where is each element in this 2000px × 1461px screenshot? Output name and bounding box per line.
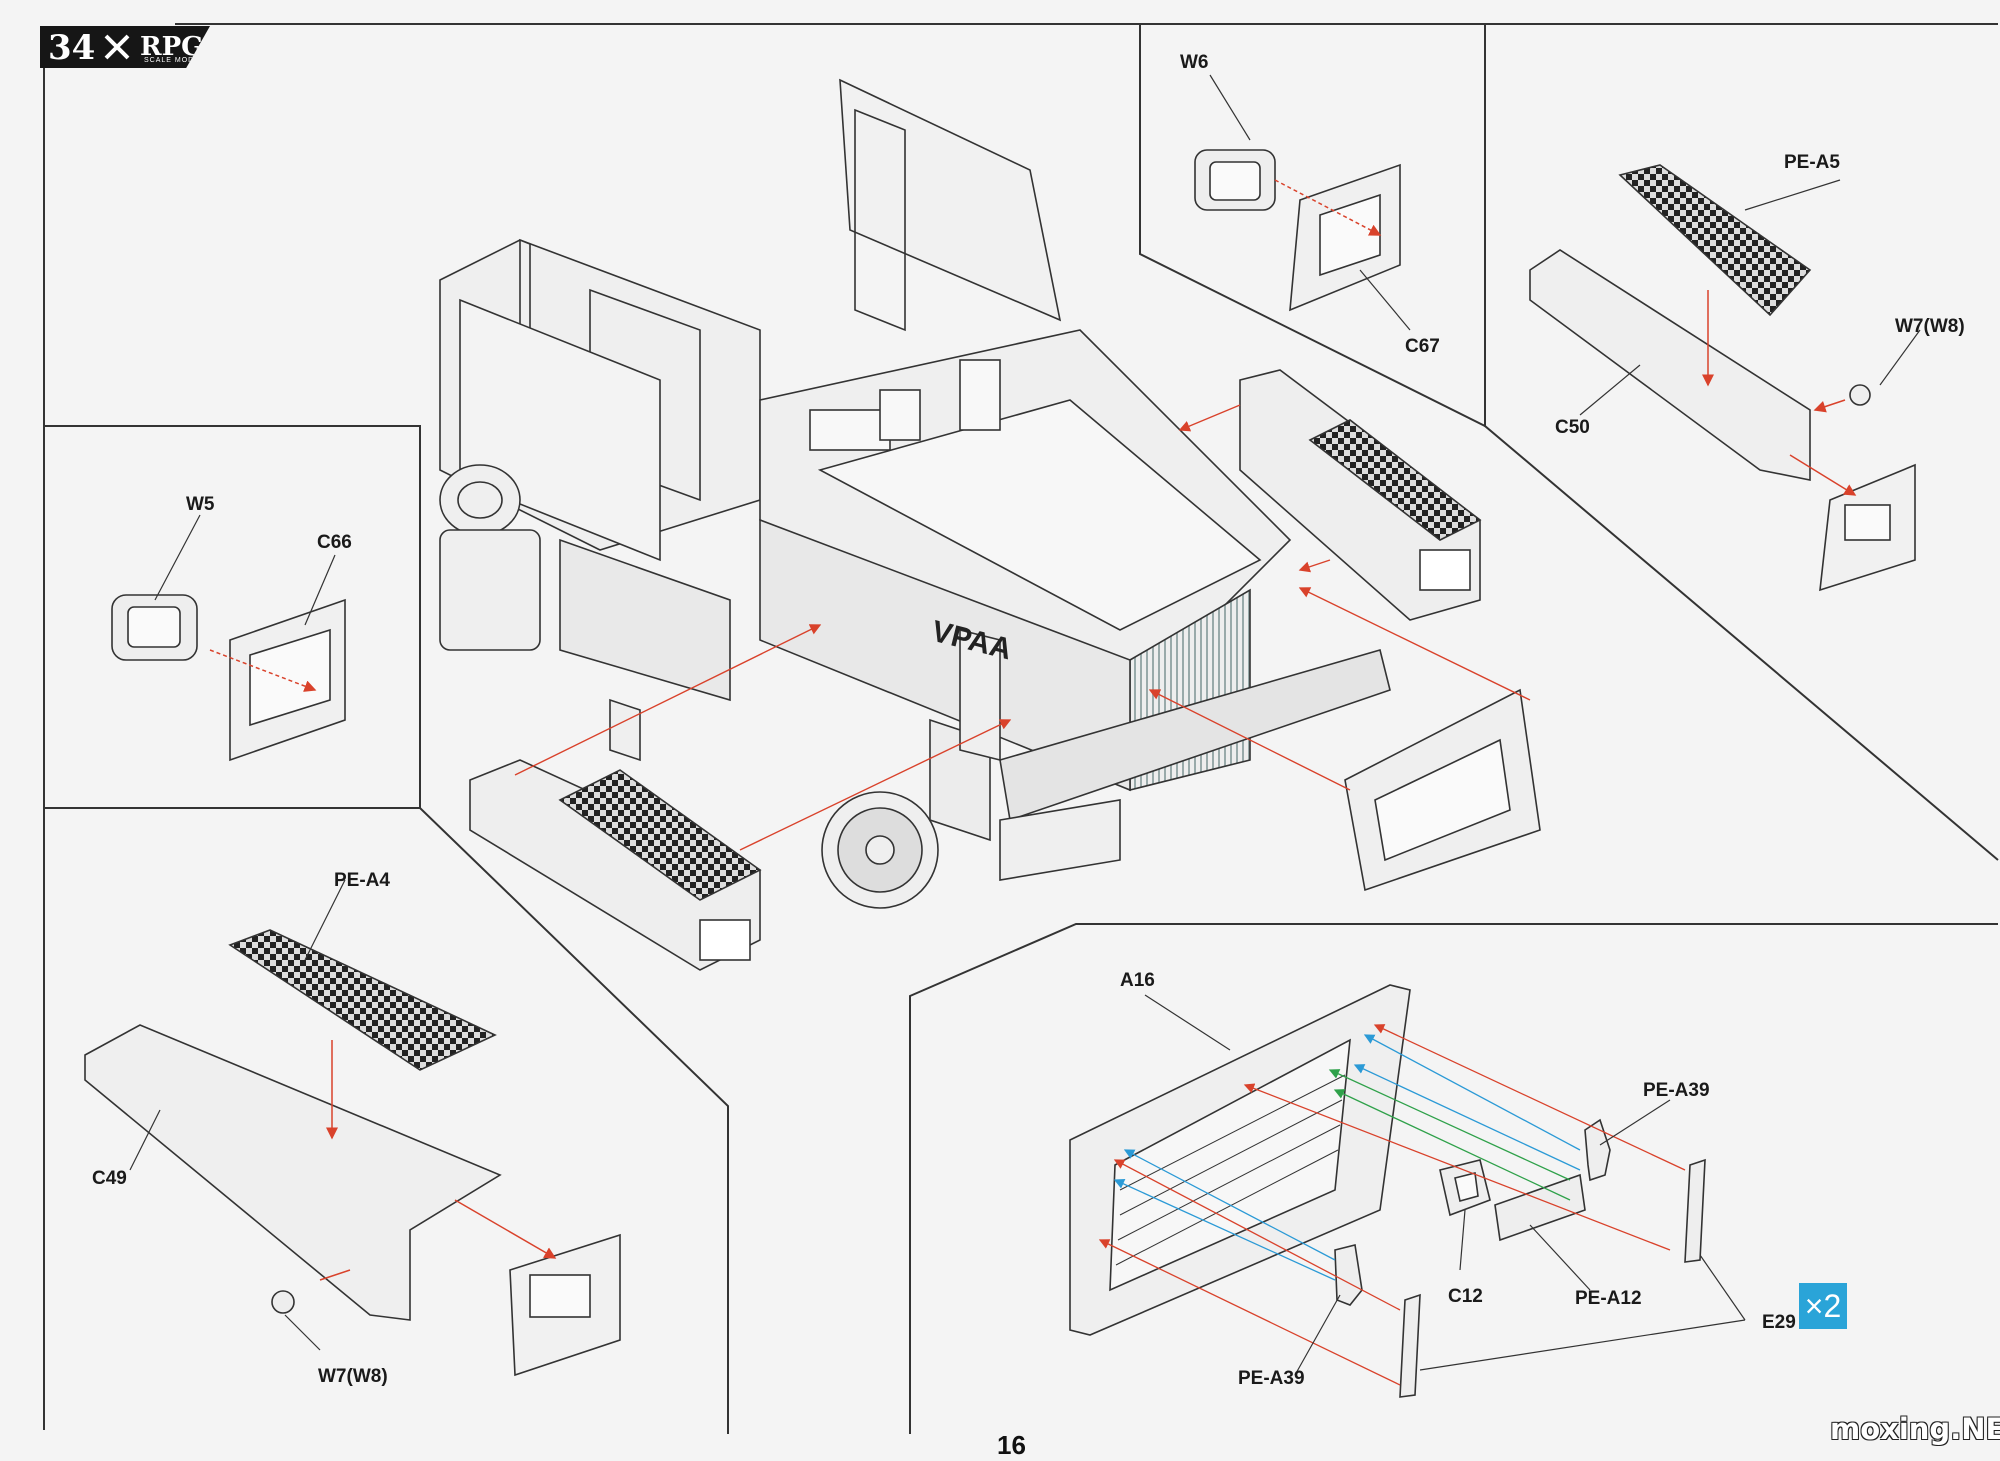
part-pe-a4 <box>228 929 497 1071</box>
front-fender-right <box>1239 369 1482 621</box>
brand-logo: 34 RPG SCALE MODEL <box>40 26 210 68</box>
part-pe-a39-top <box>1584 1118 1611 1182</box>
part-c49 <box>84 1024 502 1321</box>
vehicle-cab <box>439 78 1391 909</box>
label-c49: C49 <box>92 1168 127 1189</box>
label-a16: A16 <box>1120 970 1155 991</box>
brand-subtitle: SCALE MODEL <box>144 57 205 64</box>
part-pe-a5 <box>1618 164 1812 317</box>
part-c67 <box>1289 163 1401 312</box>
detail-arrows <box>1098 1024 1686 1386</box>
label-c50: C50 <box>1555 417 1590 438</box>
watermark: moxing.NET <box>1830 1412 2000 1446</box>
leader-lines <box>129 74 1921 1376</box>
main-assembly-arrows <box>514 404 1531 851</box>
part-pe-a12 <box>1494 1173 1586 1242</box>
label-w5: W5 <box>186 494 215 515</box>
label-c12: C12 <box>1448 1286 1483 1307</box>
label-pe-a5: PE-A5 <box>1784 152 1840 173</box>
part-plate-left <box>509 1233 621 1377</box>
quantity-badge: ×2 <box>1799 1283 1847 1329</box>
part-w6 <box>1194 149 1276 211</box>
part-e29 <box>1399 1158 1706 1398</box>
step-number: 34 <box>48 28 96 68</box>
label-pe-a39-top: PE-A39 <box>1643 1080 1710 1101</box>
part-w5 <box>111 594 198 661</box>
label-c67: C67 <box>1405 336 1440 357</box>
part-c50 <box>1529 249 1811 481</box>
part-pe-a39-bottom <box>1334 1244 1363 1306</box>
grille-door <box>1344 688 1541 892</box>
label-c66: C66 <box>317 532 352 553</box>
front-fender-left <box>469 759 762 971</box>
part-c12 <box>1439 1159 1491 1217</box>
page-number: 16 <box>997 1430 1026 1460</box>
label-w7-w8-right: W7(W8) <box>1895 316 1965 337</box>
label-e29: E29 <box>1762 1312 1796 1333</box>
label-w7-w8-left: W7(W8) <box>318 1366 388 1387</box>
panel-borders <box>43 23 1999 1434</box>
part-c66 <box>229 598 346 762</box>
crossed-swords-icon <box>104 34 130 60</box>
label-pe-a12: PE-A12 <box>1575 1288 1642 1309</box>
part-w7-left <box>271 1290 295 1314</box>
label-w6: W6 <box>1180 52 1209 73</box>
label-pe-a4: PE-A4 <box>334 870 390 891</box>
part-w7-right <box>1849 384 1871 406</box>
label-pe-a39-bottom: PE-A39 <box>1238 1368 1305 1389</box>
part-plate-right <box>1819 463 1916 592</box>
